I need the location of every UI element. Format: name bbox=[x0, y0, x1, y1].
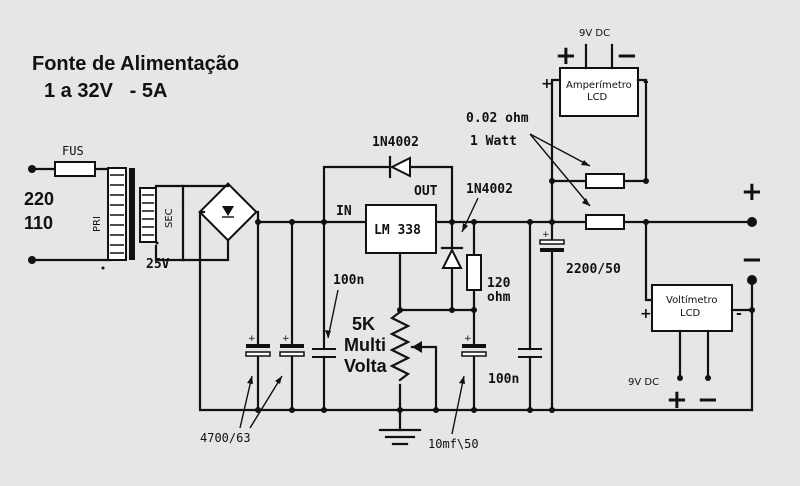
ammeter-plus-terminal: + bbox=[541, 76, 553, 92]
ammeter-label-line1: Amperímetro bbox=[566, 79, 632, 91]
title-line2: 1 a 32V - 5A bbox=[44, 80, 167, 102]
cap-10mf-label: 10mf\50 bbox=[428, 437, 479, 451]
lm338-regulator bbox=[365, 204, 437, 254]
ammeter-supply-label: 9V DC bbox=[579, 28, 610, 39]
svg-text:+: + bbox=[464, 334, 472, 344]
svg-text:+: + bbox=[282, 334, 290, 344]
ammeter-minus-terminal: - bbox=[643, 74, 649, 90]
voltmeter-supply-plus: + bbox=[666, 385, 688, 415]
resistor-120-ohm bbox=[466, 254, 482, 291]
voltmeter-plus-terminal: + bbox=[640, 306, 652, 322]
pot-label-line1: 5K bbox=[352, 314, 375, 334]
primary-label: PRI bbox=[92, 216, 103, 232]
resistor-label-line1: 120 bbox=[487, 276, 511, 291]
shunt-label-line2: 1 Watt bbox=[470, 134, 517, 149]
title-line1: Fonte de Alimentação bbox=[32, 53, 239, 75]
diode-top-label: 1N4002 bbox=[372, 135, 419, 150]
ammeter-supply-plus: + bbox=[555, 41, 577, 71]
filter-capacitors: + + bbox=[245, 219, 305, 413]
voltmeter-lcd bbox=[651, 284, 733, 332]
bypass-diode bbox=[389, 156, 411, 178]
voltage-110-label: 110 bbox=[24, 213, 53, 233]
shunt-label-line1: 0.02 ohm bbox=[466, 111, 529, 126]
ground-rail bbox=[198, 210, 754, 412]
cap-2200-label: 2200/50 bbox=[566, 262, 621, 277]
shunt-resistor-1 bbox=[585, 173, 625, 189]
potentiometer-5k bbox=[389, 310, 411, 382]
transformer: PRI SEC 25V bbox=[92, 167, 175, 272]
resistor-label-line2: ohm bbox=[487, 290, 511, 305]
filter-cap-label: 4700/63 bbox=[200, 431, 251, 445]
voltmeter-label-line1: Voltímetro bbox=[666, 294, 717, 306]
ground-symbol bbox=[378, 428, 422, 446]
output-plus-sign: + bbox=[741, 177, 763, 207]
regulator-out-label: OUT bbox=[414, 184, 438, 199]
ammeter-supply-minus: − bbox=[616, 41, 638, 71]
ammeter-label-line2: LCD bbox=[587, 92, 608, 103]
voltmeter-supply-minus: − bbox=[697, 385, 719, 415]
fuse-label: FUS bbox=[62, 144, 84, 158]
shunt-resistor-2 bbox=[585, 214, 625, 230]
pot-label-line3: Volta bbox=[344, 356, 388, 376]
diode-right-label: 1N4002 bbox=[466, 182, 513, 197]
voltage-220-label: 220 bbox=[24, 189, 54, 209]
mains-input: FUS 220 110 bbox=[24, 144, 114, 264]
svg-text:+: + bbox=[248, 334, 256, 344]
voltmeter-label-line2: LCD bbox=[680, 308, 701, 319]
ammeter-lcd bbox=[559, 67, 639, 117]
svg-text:+: + bbox=[542, 230, 550, 240]
voltmeter-minus-terminal: - bbox=[736, 306, 742, 322]
output-minus-sign: − bbox=[741, 245, 763, 275]
fuse bbox=[54, 161, 96, 177]
output-terminal-positive bbox=[747, 217, 757, 227]
regulator-in-label: IN bbox=[336, 204, 352, 219]
bridge-rectifier bbox=[198, 182, 258, 242]
voltmeter-supply-label: 9V DC bbox=[628, 377, 659, 388]
cap-100n-output-label: 100n bbox=[488, 372, 519, 387]
cap-100n-input-label: 100n bbox=[333, 273, 364, 288]
secondary-label: SEC bbox=[164, 208, 175, 228]
protection-diode bbox=[441, 247, 463, 269]
pot-label-line2: Multi bbox=[344, 335, 386, 355]
regulator-chip-label: LM 338 bbox=[374, 223, 421, 238]
